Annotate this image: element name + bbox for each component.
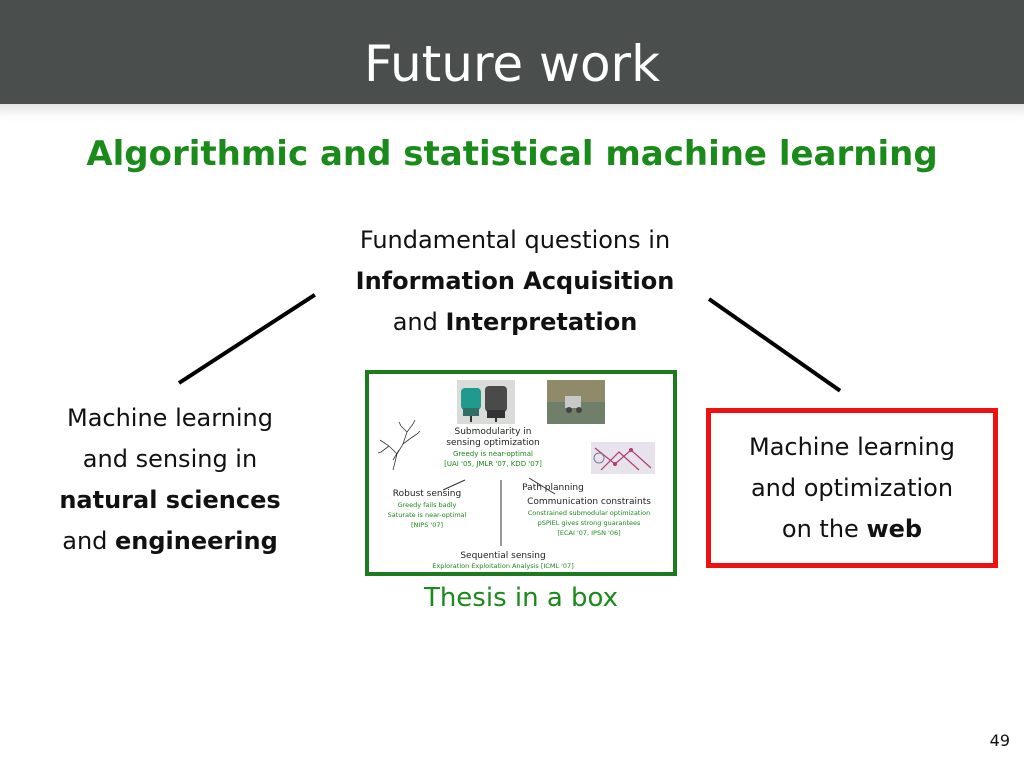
submod-refs: [UAI '05, JMLR '07, KDD '07] bbox=[444, 460, 542, 468]
right-line-3-plain: on the bbox=[781, 515, 867, 543]
connector-right bbox=[707, 297, 842, 393]
lake-photo bbox=[547, 380, 605, 424]
left-line-2: and sensing in bbox=[82, 445, 258, 473]
center-line-2: Information Acquisition bbox=[355, 267, 675, 295]
submod-title-1: Submodularity in bbox=[455, 427, 532, 437]
seq-title: Sequential sensing bbox=[460, 551, 545, 561]
left-line-4-plain: and bbox=[62, 527, 116, 555]
chairs-photo bbox=[457, 380, 515, 424]
right-topic-highlighted: Machine learning and optimization on the… bbox=[706, 408, 998, 568]
thesis-box: Submodularity in sensing optimization Gr… bbox=[365, 370, 677, 576]
robust-title: Robust sensing bbox=[393, 489, 461, 499]
title-bar: Future work bbox=[0, 0, 1024, 118]
connector-left bbox=[177, 293, 316, 385]
left-line-4-bold: engineering bbox=[115, 527, 278, 555]
right-line-3: on the web bbox=[711, 509, 993, 550]
center-line-3-bold: Interpretation bbox=[445, 308, 638, 336]
network-map bbox=[591, 442, 655, 474]
tree-sketch bbox=[377, 419, 421, 471]
left-line-4: and engineering bbox=[20, 521, 320, 562]
submod-title-2: sensing optimization bbox=[446, 438, 539, 448]
robust-sub-2: Saturate is near-optimal bbox=[388, 511, 467, 519]
comm-refs: [ECAI '07, IPSN '06] bbox=[557, 529, 620, 537]
center-question: Fundamental questions in Information Acq… bbox=[300, 220, 730, 343]
comm-sub-2: pSPIEL gives strong guarantees bbox=[538, 519, 641, 527]
right-line-1: Machine learning bbox=[748, 433, 955, 461]
center-line-1: Fundamental questions in bbox=[359, 226, 671, 254]
diagram-connectors bbox=[442, 477, 556, 546]
comm-sub-1: Constrained submodular optimization bbox=[528, 509, 651, 517]
right-line-2: and optimization bbox=[750, 474, 954, 502]
left-line-3: natural sciences bbox=[59, 486, 281, 514]
left-topic: Machine learning and sensing in natural … bbox=[20, 398, 320, 562]
comm-title: Communication constraints bbox=[527, 497, 651, 507]
robust-sub-1: Greedy fails badly bbox=[398, 501, 457, 509]
thesis-diagram: Submodularity in sensing optimization Gr… bbox=[377, 380, 655, 570]
seq-sub: Exploration Exploitation Analysis [ICML … bbox=[432, 562, 573, 570]
slide-title: Future work bbox=[363, 35, 661, 93]
page-number: 49 bbox=[989, 731, 1010, 750]
center-line-3-plain: and bbox=[392, 308, 446, 336]
robust-refs: [NIPS '07] bbox=[411, 521, 443, 529]
right-line-3-bold: web bbox=[866, 515, 923, 543]
submod-sub: Greedy is near-optimal bbox=[453, 450, 533, 458]
path-title: Path planning bbox=[522, 483, 584, 493]
left-line-1: Machine learning bbox=[66, 404, 273, 432]
slide-subtitle: Algorithmic and statistical machine lear… bbox=[86, 134, 938, 174]
center-line-3: and Interpretation bbox=[300, 302, 730, 343]
thesis-caption: Thesis in a box bbox=[423, 583, 619, 613]
